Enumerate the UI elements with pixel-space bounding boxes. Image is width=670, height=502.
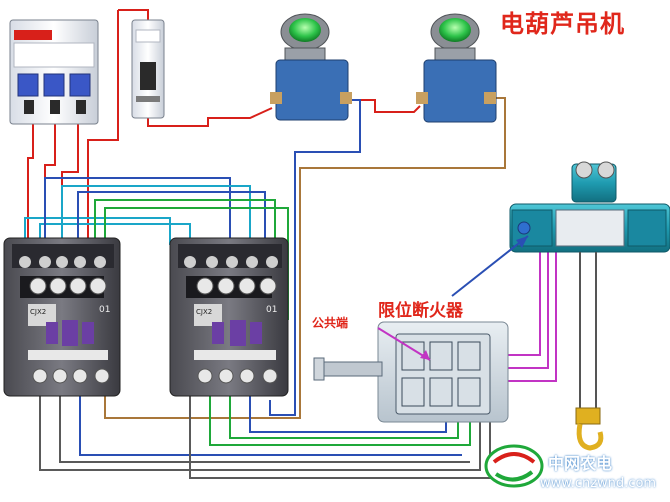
three-pole-breaker [9, 19, 99, 125]
common-terminal-arrow [377, 327, 431, 361]
wire-red-l1 [27, 120, 34, 245]
pilot-lamp-left [270, 13, 352, 121]
wire-red-l3 [61, 120, 79, 245]
wire-purple-c [505, 245, 557, 382]
wire-blue-d [61, 185, 251, 245]
wire-green-a [94, 199, 276, 245]
wire-cyan-a [24, 217, 171, 245]
wire-green-bot2 [229, 390, 459, 439]
wire-red-l2 [44, 120, 56, 245]
wire-brown-lamp2 [104, 97, 506, 419]
watermark-text: 中网农电 [548, 454, 613, 473]
common-terminal-label: 公共端 [312, 316, 349, 330]
wire-red-lamp2 [348, 99, 421, 113]
watermark-logo [484, 444, 544, 488]
watermark-url: www.cnzwnd.com [540, 476, 657, 491]
wire-green-bot1 [209, 390, 471, 446]
wire-purple-a [505, 245, 541, 356]
wire-red-sp [118, 9, 149, 20]
single-pole-breaker [131, 19, 165, 119]
wire-blue-c [44, 177, 231, 245]
electric-hoist [509, 161, 670, 451]
wire-grey-bot2 [59, 390, 470, 463]
wire-grey-bot3 [189, 390, 491, 479]
wire-purple-b [505, 245, 549, 369]
wire-blue-lamp1 [269, 99, 361, 416]
wire-blue-bot1 [249, 390, 447, 433]
limit-switch-label: 限位断火器 [378, 301, 463, 321]
wire-grey-bot1 [39, 390, 481, 471]
wire-cyan-b [39, 223, 191, 245]
contactor-right-code: 01 [266, 305, 277, 315]
wire-blue-e [77, 191, 266, 245]
wire-red-sp-out [147, 107, 273, 127]
contactor-right-model: CJX2 [196, 308, 212, 316]
contactor-right [169, 237, 289, 397]
wire-blue-bot2 [79, 390, 462, 456]
contactor-left [3, 237, 121, 397]
contactor-left-model: CJX2 [30, 308, 46, 316]
contactor-left-code: 01 [99, 305, 110, 315]
page-title: 电葫芦吊机 [500, 10, 625, 38]
pilot-lamp-right [416, 13, 497, 123]
limit-arrow [451, 235, 529, 297]
limit-switch [313, 321, 509, 423]
